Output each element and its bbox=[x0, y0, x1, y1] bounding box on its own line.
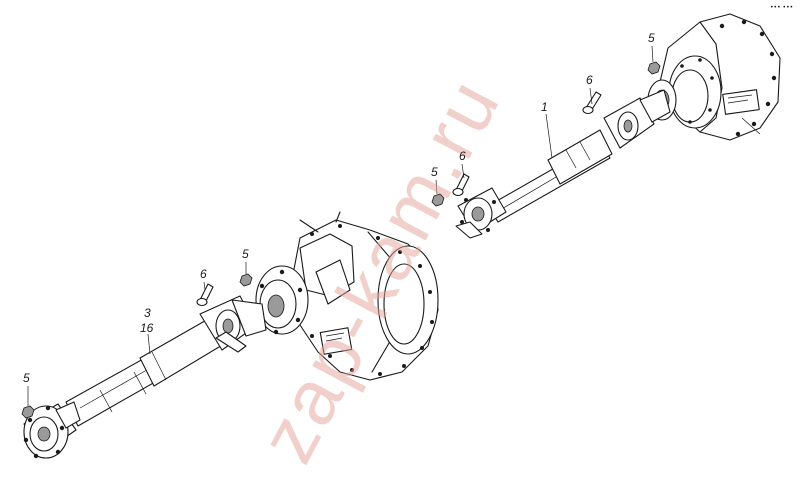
nut-mid-right bbox=[431, 193, 445, 207]
rear-axle-housing bbox=[647, 13, 781, 141]
callout-nut-mid-left: 5 bbox=[242, 247, 249, 261]
callout-nut-mid-right: 5 bbox=[431, 165, 438, 179]
nut-bottom-left bbox=[21, 405, 35, 419]
callout-nut-bottom-left: 5 bbox=[23, 371, 30, 385]
callout-nut-top: 5 bbox=[648, 31, 655, 45]
leader-lines bbox=[27, 45, 654, 406]
callout-bolt-mid-left: 6 bbox=[200, 267, 207, 281]
front-cardan-shaft bbox=[455, 89, 671, 239]
rear-cardan-shaft bbox=[23, 295, 267, 459]
callout-bolt-top: 6 bbox=[586, 73, 593, 87]
nut-top bbox=[647, 61, 661, 75]
fasteners bbox=[21, 61, 661, 419]
callout-bolt-mid-right: 6 bbox=[459, 149, 466, 163]
callout-front-shaft: 1 bbox=[541, 100, 548, 114]
middle-axle-housing bbox=[255, 211, 439, 381]
callout-rear-shaft-3: 3 bbox=[144, 306, 151, 320]
corner-mark: ••• ••• bbox=[770, 4, 794, 11]
callout-rear-shaft-16: 16 bbox=[140, 321, 154, 335]
nut-mid-left bbox=[239, 273, 253, 287]
